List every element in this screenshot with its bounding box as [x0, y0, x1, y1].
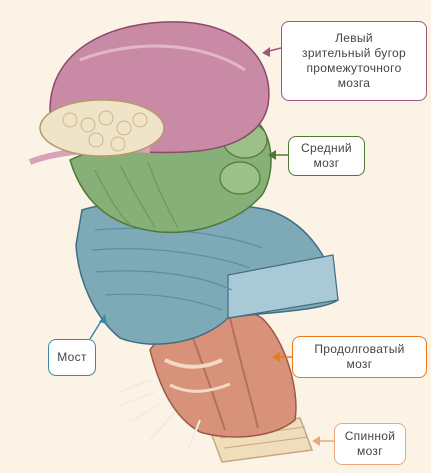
leader-line-thalamus: [262, 47, 281, 57]
label-medulla: Продолговатый мозг: [292, 336, 427, 378]
label-pons: Мост: [48, 339, 96, 376]
label-spinal-cord: Спинной мозг: [334, 423, 406, 465]
label-thalamus: Левый зрительный бугор промежуточного мо…: [281, 21, 427, 101]
leader-line-pons: [90, 314, 107, 339]
leader-line-spinal: [312, 436, 334, 446]
label-midbrain: Средний мозг: [288, 136, 365, 176]
cut-surface-shape: [40, 100, 164, 156]
